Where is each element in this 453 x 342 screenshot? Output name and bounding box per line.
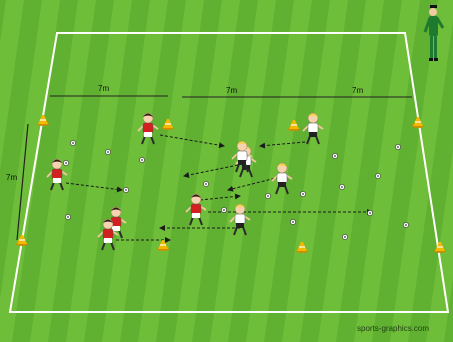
ball <box>70 140 75 145</box>
ball <box>332 153 337 158</box>
ball <box>300 191 305 196</box>
ball <box>403 222 408 227</box>
ball <box>375 173 380 178</box>
credit-text: sports-graphics.com <box>357 324 429 333</box>
ball <box>221 207 226 212</box>
ball <box>203 181 208 186</box>
ball <box>65 214 70 219</box>
ball <box>105 149 110 154</box>
ball <box>342 234 347 239</box>
distance-label-top-left: 7m <box>98 84 109 93</box>
ball <box>290 219 295 224</box>
distance-label-top-right: 7m <box>352 86 363 95</box>
ball <box>139 157 144 162</box>
distance-label-top-middle: 7m <box>226 86 237 95</box>
ball <box>63 160 68 165</box>
ball <box>123 187 128 192</box>
ball <box>339 184 344 189</box>
distance-label-left-side: 7m <box>6 173 17 182</box>
ball <box>367 210 372 215</box>
ball <box>395 144 400 149</box>
ball <box>265 193 270 198</box>
